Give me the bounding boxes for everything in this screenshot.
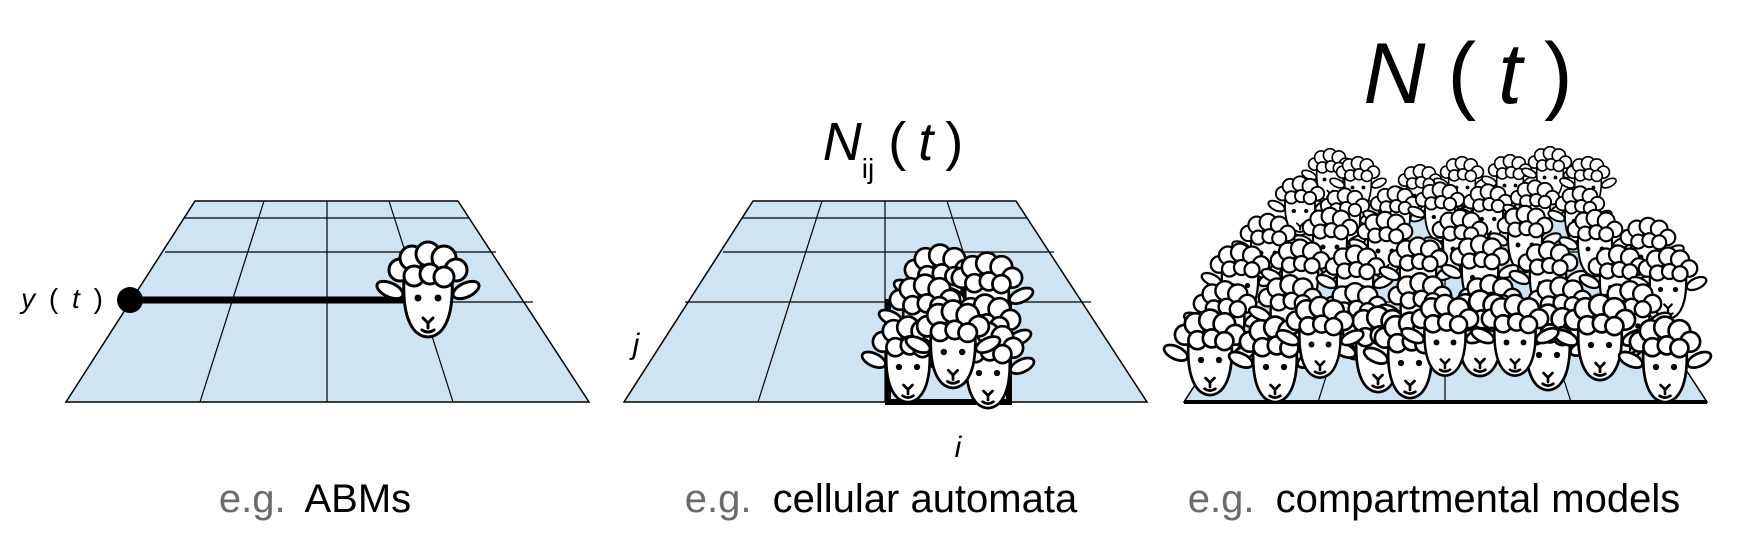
position-dot <box>117 287 143 313</box>
caption-abm: e.g. ABMs <box>219 477 411 521</box>
density-title: Nij(t) <box>823 112 963 184</box>
caption-ca: e.g. cellular automata <box>685 477 1078 521</box>
grid-ca <box>622 200 1149 405</box>
sheep-herd-cm <box>1160 145 1715 404</box>
position-label: y ( t ) <box>19 283 103 314</box>
panel-ca: Nij(t) j i e.g. cellular automata <box>622 112 1149 521</box>
caption-cm: e.g. compartmental models <box>1188 477 1680 521</box>
population-title: N(t) <box>1363 26 1572 122</box>
axis-i-label: i <box>955 431 963 464</box>
panel-cm: N(t) e.g. compartmental models <box>1160 26 1715 521</box>
axis-j-label: j <box>629 328 641 361</box>
panel-abm: y ( t ) e.g. ABMs <box>19 200 591 521</box>
